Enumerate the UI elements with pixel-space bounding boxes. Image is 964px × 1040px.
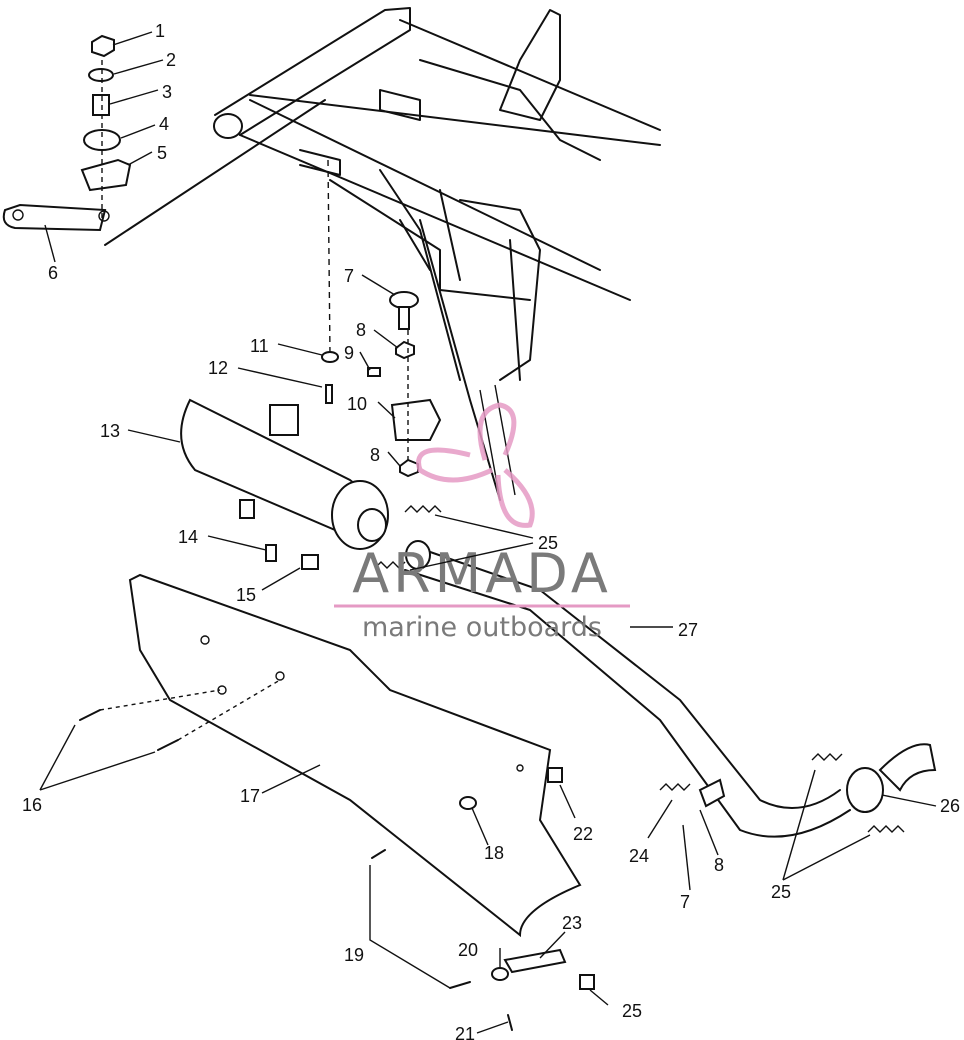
callout-26: 26 [940,796,960,816]
callout-20: 20 [458,940,478,960]
callout-15: 15 [236,585,256,605]
callout-8-middle: 8 [370,445,380,465]
callout-25: 25 [538,533,558,553]
mount-stack [2,34,326,246]
callout-11: 11 [250,336,269,356]
callout-14: 14 [178,527,198,547]
heat-shield [79,573,582,938]
callout-1: 1 [155,21,165,41]
leader-lines [39,31,937,1034]
exhaust-pipe [404,540,937,838]
callout-13: 13 [100,421,120,441]
watermark-tagline: marine outboards [362,612,602,643]
callout-labels: 1 2 3 4 5 6 7 8 9 10 11 12 13 14 15 16 1… [22,21,960,1040]
watermark-brand: ARMADA [352,542,612,605]
callout-17: 17 [240,786,260,806]
callout-25-lower: 25 [771,882,791,902]
callout-27: 27 [678,620,698,640]
callout-7: 7 [344,266,354,286]
callout-18: 18 [484,843,504,863]
callout-2: 2 [166,50,176,70]
callout-5: 5 [157,143,167,163]
callout-9: 9 [344,343,354,363]
callout-4: 4 [159,114,169,134]
callout-8: 8 [356,320,366,340]
callout-10: 10 [347,394,367,414]
callout-7-lower: 7 [680,892,690,912]
armada-propeller-logo [416,402,535,528]
springs [374,505,905,833]
lower-bracket [371,767,595,1031]
callout-3: 3 [162,82,172,102]
armada-watermark: ARMADA marine outboards [334,402,630,643]
callout-21: 21 [455,1024,475,1040]
callout-19: 19 [344,945,364,965]
callout-22: 22 [573,824,593,844]
callout-6: 6 [48,263,58,283]
muffler [180,398,389,570]
callout-24: 24 [629,846,649,866]
callout-22-lower: 25 [622,1001,642,1021]
center-hardware [321,159,442,478]
callout-16: 16 [22,795,42,815]
callout-8-lower: 8 [714,855,724,875]
callout-12: 12 [208,358,228,378]
callout-23: 23 [562,913,582,933]
